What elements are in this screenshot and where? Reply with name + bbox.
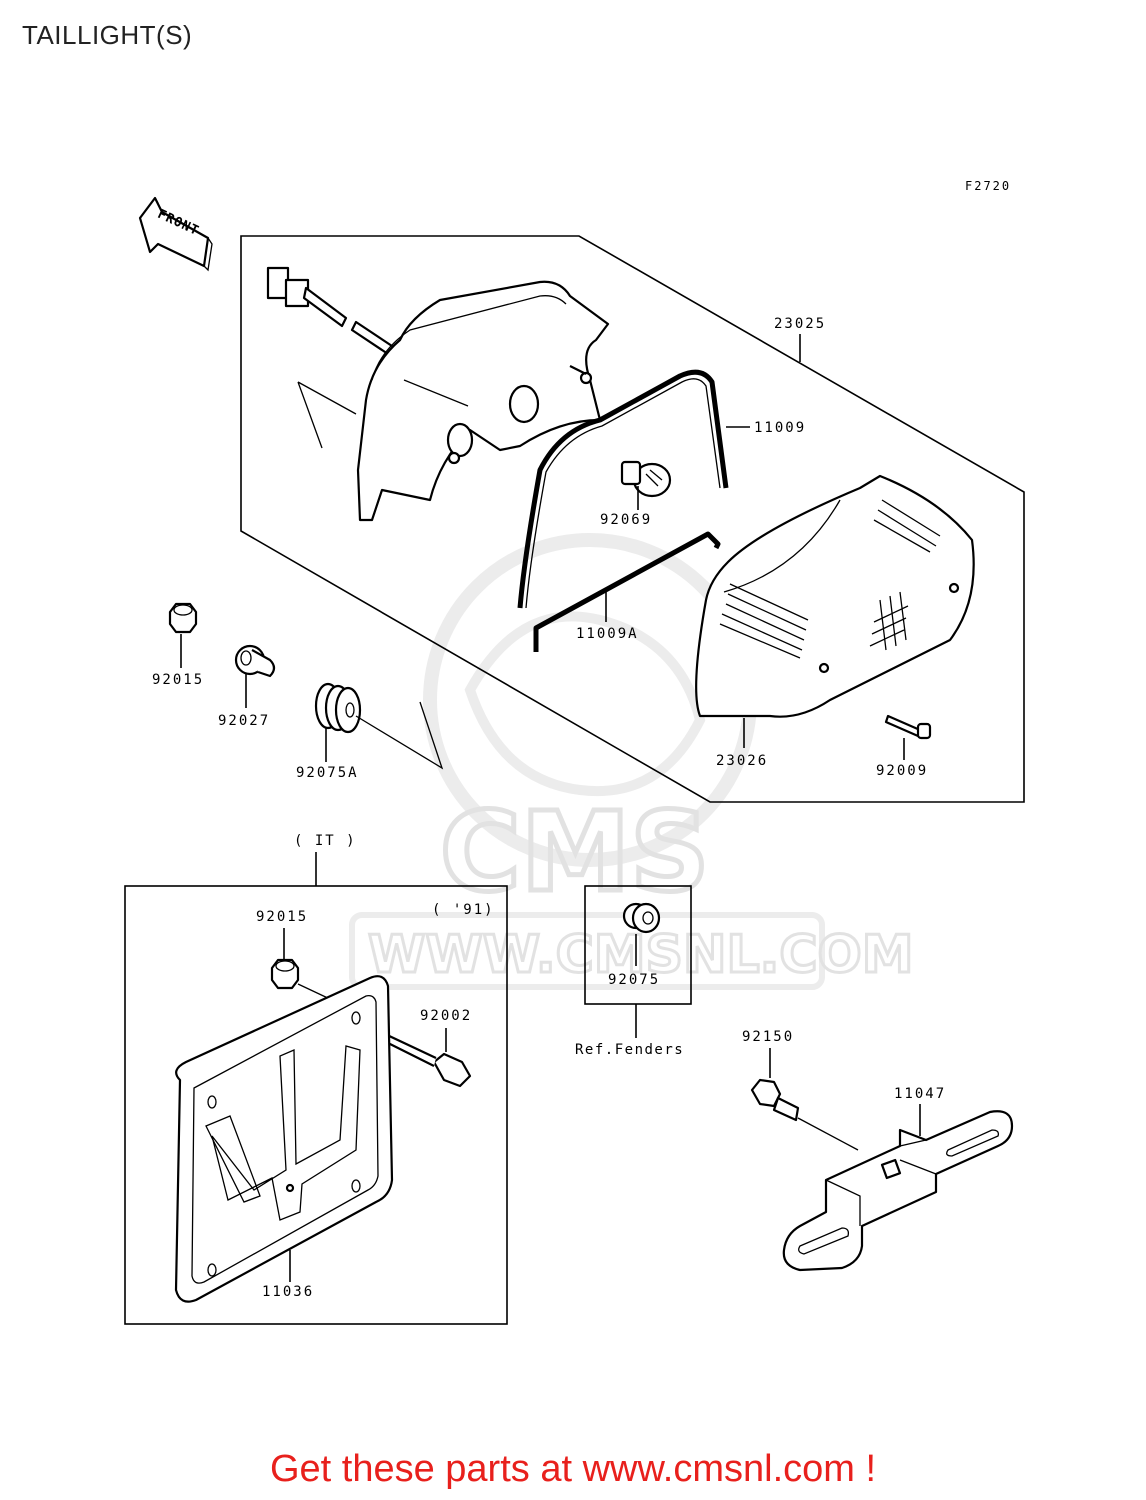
note-it: ( IT ) xyxy=(294,833,357,849)
collar-92027 xyxy=(234,644,276,678)
nut-92015-box xyxy=(270,958,333,1001)
wire-connector xyxy=(266,266,400,360)
label-11009a: 11009A xyxy=(576,626,639,642)
label-23026: 23026 xyxy=(716,753,768,769)
bracket-11047 xyxy=(782,1110,1014,1272)
watermark-brand: CMS xyxy=(440,788,709,916)
label-92002: 92002 xyxy=(420,1008,472,1024)
bulb-92069 xyxy=(620,460,672,498)
label-92075: 92075 xyxy=(608,972,660,988)
label-92015-box: 92015 xyxy=(256,909,308,925)
box-92075 xyxy=(584,885,692,1005)
grommet-92075 xyxy=(622,902,661,934)
nut-92015-top xyxy=(168,602,198,634)
gasket-11009-inner xyxy=(525,378,721,609)
gasket-11009a xyxy=(533,531,721,652)
license-plate-11036 xyxy=(174,975,394,1303)
taillight-housing xyxy=(297,280,610,522)
label-92027: 92027 xyxy=(218,713,270,729)
leader-lines xyxy=(180,334,905,762)
label-92075a: 92075A xyxy=(296,765,359,781)
front-arrow-icon: FRONT xyxy=(138,196,213,272)
label-92150: 92150 xyxy=(742,1029,794,1045)
assembly-frame-23025 xyxy=(240,235,1025,803)
label-11047: 11047 xyxy=(894,1086,946,1102)
page-title: TAILLIGHT(S) xyxy=(22,20,193,50)
watermark-url: WWW.CMSNL.COM xyxy=(368,925,913,985)
note-year-91: ( '91) xyxy=(432,902,495,918)
label-92015-top: 92015 xyxy=(152,672,204,688)
cta-text[interactable]: Get these parts at www.cmsnl.com ! xyxy=(269,1448,877,1490)
gasket-11009 xyxy=(517,369,729,609)
note-ref-fenders: Ref.Fenders xyxy=(575,1042,684,1058)
label-11009: 11009 xyxy=(754,420,806,436)
screw-92009 xyxy=(884,714,932,740)
bolt-92150 xyxy=(750,1078,859,1151)
label-23025: 23025 xyxy=(774,316,826,332)
figure-code: F2720 xyxy=(965,179,1011,193)
box-it xyxy=(124,885,508,1325)
label-92009: 92009 xyxy=(876,763,928,779)
label-92069: 92069 xyxy=(600,512,652,528)
label-11036: 11036 xyxy=(262,1284,314,1300)
lens-23026 xyxy=(695,474,975,718)
grommet-92075a xyxy=(314,682,444,770)
